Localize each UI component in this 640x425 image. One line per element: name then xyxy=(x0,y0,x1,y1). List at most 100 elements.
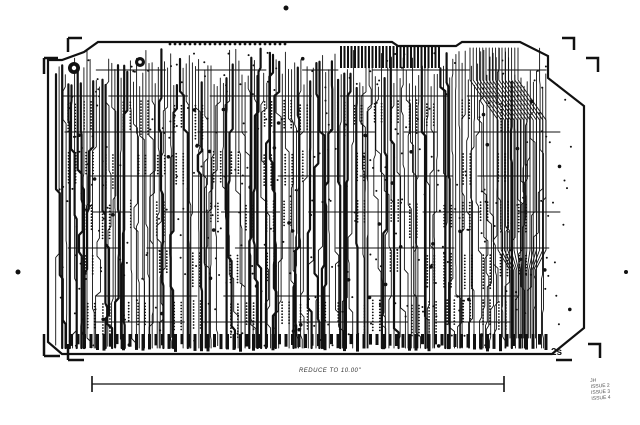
pad xyxy=(461,219,464,222)
pad xyxy=(545,256,548,259)
pad xyxy=(299,319,302,321)
pad xyxy=(500,105,503,108)
pad xyxy=(378,305,381,308)
pad xyxy=(343,128,346,131)
pad xyxy=(175,176,178,179)
pad xyxy=(101,234,104,237)
edge-finger xyxy=(544,334,548,350)
pad xyxy=(101,160,104,163)
pad xyxy=(194,137,197,140)
pad xyxy=(356,170,359,173)
pad xyxy=(500,108,503,111)
pad xyxy=(378,320,381,323)
pad xyxy=(198,282,201,285)
trace xyxy=(72,57,77,349)
pad xyxy=(469,162,472,164)
pad xyxy=(283,218,285,221)
pad xyxy=(112,172,114,174)
pad xyxy=(356,176,359,179)
pad xyxy=(272,327,275,330)
pad xyxy=(273,267,276,270)
pad xyxy=(408,215,411,218)
trace xyxy=(360,58,367,349)
pad xyxy=(120,301,123,304)
pad xyxy=(180,301,183,304)
pad xyxy=(421,306,424,308)
pad xyxy=(108,326,111,329)
pad xyxy=(507,105,510,108)
pad xyxy=(212,180,215,183)
pad xyxy=(163,154,166,157)
pad xyxy=(170,65,172,68)
pad xyxy=(155,210,158,213)
pad xyxy=(306,310,309,312)
edge-finger xyxy=(505,334,509,347)
pad xyxy=(86,308,89,311)
pad xyxy=(308,156,311,159)
pad xyxy=(230,163,233,166)
pad xyxy=(122,208,125,211)
pad xyxy=(468,204,471,207)
pad xyxy=(298,109,300,111)
pad xyxy=(147,112,149,114)
pad xyxy=(230,151,233,154)
pad xyxy=(90,207,93,210)
edge-finger xyxy=(525,334,528,350)
pad xyxy=(498,313,500,315)
pad xyxy=(288,307,290,310)
pad xyxy=(145,254,148,256)
pad xyxy=(498,316,500,318)
pad xyxy=(408,114,411,116)
pad xyxy=(140,133,142,136)
pad xyxy=(263,181,266,184)
pad xyxy=(78,287,81,290)
pad xyxy=(84,258,87,260)
registration-mark-right xyxy=(624,270,628,274)
pad xyxy=(227,52,230,55)
pad xyxy=(468,207,471,210)
pad xyxy=(356,179,359,182)
pad xyxy=(78,150,81,153)
pad xyxy=(144,154,147,157)
pad xyxy=(91,183,93,186)
pad xyxy=(505,325,507,327)
pad xyxy=(372,166,374,169)
pad xyxy=(401,198,404,201)
trace xyxy=(457,50,466,349)
pad xyxy=(85,172,87,175)
pad xyxy=(245,228,247,231)
trace xyxy=(315,54,324,349)
trace xyxy=(185,63,190,349)
pad xyxy=(497,162,500,164)
pad xyxy=(217,217,219,220)
pad xyxy=(237,318,239,321)
pad xyxy=(504,153,507,155)
pad xyxy=(288,301,290,304)
pad xyxy=(390,109,392,111)
pad xyxy=(191,255,194,258)
pad xyxy=(538,112,540,115)
pad xyxy=(415,236,418,239)
pad xyxy=(422,310,424,313)
pad xyxy=(396,252,399,254)
pad xyxy=(507,219,509,221)
pad xyxy=(468,216,471,219)
pad xyxy=(272,221,275,224)
pad xyxy=(436,344,441,348)
pad xyxy=(450,222,453,225)
pad xyxy=(524,224,527,227)
pad xyxy=(263,104,266,106)
pad xyxy=(90,104,92,106)
pad xyxy=(371,299,374,302)
pad xyxy=(266,276,269,279)
pad xyxy=(120,304,123,307)
pad xyxy=(129,113,132,116)
pad xyxy=(445,93,448,96)
pad xyxy=(489,314,491,316)
pad xyxy=(140,124,142,126)
pad xyxy=(435,322,437,324)
pad xyxy=(90,127,92,130)
pad xyxy=(524,259,527,262)
pad xyxy=(108,222,111,225)
pad xyxy=(517,218,520,221)
